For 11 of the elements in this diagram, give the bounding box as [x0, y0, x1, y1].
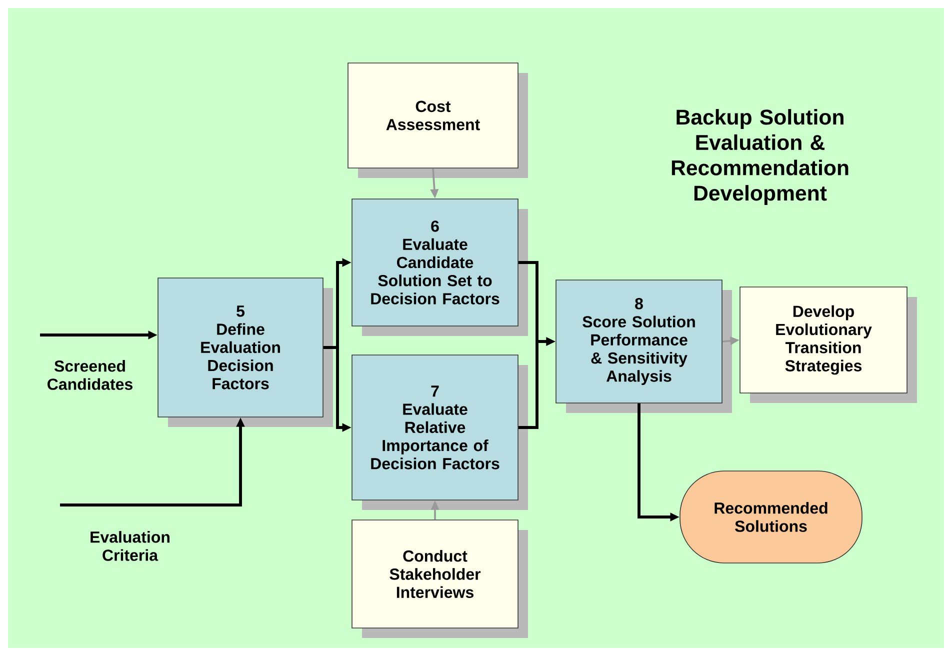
process-box: 8 Score Solution Performance & Sensitivity Analysis: [556, 280, 732, 413]
diagram-title: Backup Solution Evaluation & Recommendation Development: [672, 109, 848, 205]
input-label: Evaluation Criteria: [90, 531, 170, 561]
process-box: 6 Evaluate Candidate Solution Set to Decision Factors: [352, 198, 528, 336]
input-box: Cost Assessment: [348, 62, 528, 178]
process-box: 5 Define Evaluation Decision Factors: [158, 278, 333, 427]
process-box: 7 Evaluate Relative Importance of Decision Factors: [352, 354, 528, 510]
input-box: Conduct Stakeholder Interviews: [352, 520, 528, 638]
input-label: Screened Candidates: [48, 360, 132, 390]
output-box: Develop Evolutionary Transition Strategies: [740, 286, 917, 403]
result-terminal: Recommended Solutions: [680, 470, 862, 564]
